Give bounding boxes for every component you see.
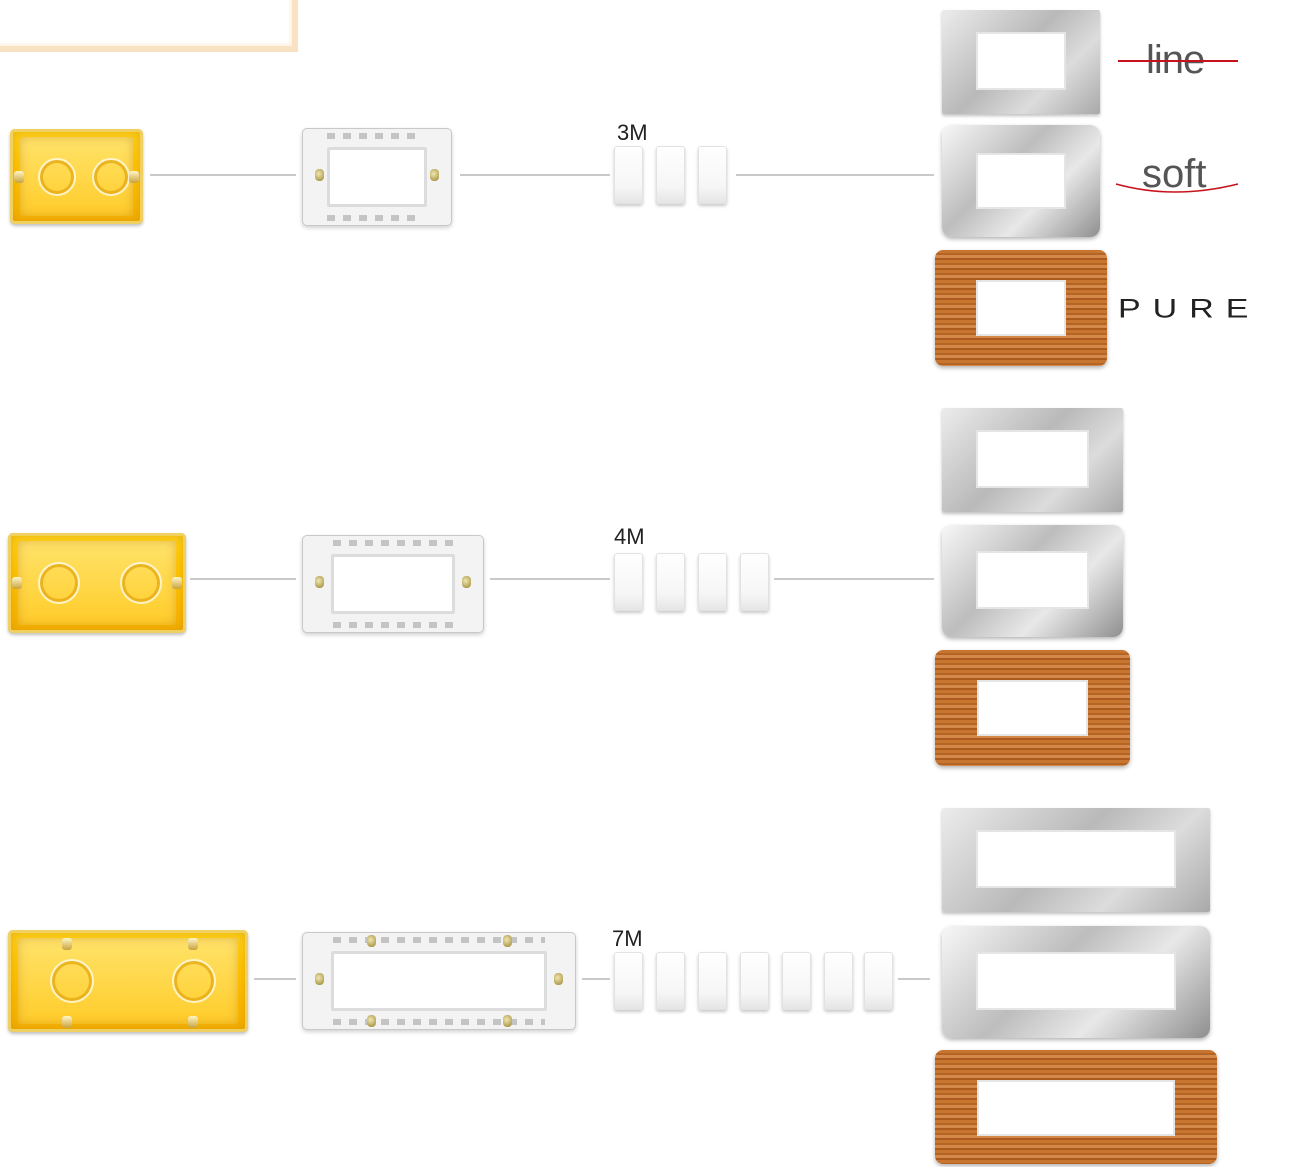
- support-frame-3m: [302, 128, 452, 226]
- plate-window: [976, 430, 1089, 488]
- cover-plate-soft-3m: [942, 125, 1100, 237]
- module: [698, 146, 727, 204]
- plate-window: [976, 153, 1066, 209]
- logo-soft-swoosh: [1115, 183, 1239, 193]
- knockout-icon: [92, 157, 130, 196]
- cover-plate-soft-4m: [942, 525, 1123, 637]
- plate-window: [976, 952, 1176, 1010]
- module: [698, 553, 727, 611]
- cover-plate-line-7m: [942, 808, 1210, 912]
- connector-line: [190, 578, 296, 580]
- screw-icon: [315, 973, 324, 985]
- connector-line: [898, 978, 930, 980]
- flush-box-4m: [8, 533, 186, 633]
- knockout-icon: [120, 562, 162, 604]
- cover-plate-pure-3m: [935, 250, 1107, 366]
- connector-line: [582, 978, 610, 980]
- decorative-corner: [0, 0, 298, 52]
- connector-line: [736, 174, 934, 176]
- module: [614, 553, 643, 611]
- module: [740, 553, 769, 611]
- screw-icon: [367, 1015, 376, 1027]
- screw-lug-icon: [12, 577, 22, 589]
- module: [656, 146, 685, 204]
- cover-plate-soft-7m: [942, 926, 1210, 1038]
- screw-icon: [367, 935, 376, 947]
- frame-teeth: [333, 1019, 545, 1025]
- cover-plate-pure-7m: [935, 1050, 1217, 1164]
- screw-lug-icon: [62, 938, 72, 950]
- screw-lug-icon: [62, 1016, 72, 1028]
- connector-line: [490, 578, 610, 580]
- module-count-label: 7M: [612, 926, 643, 951]
- connector-line: [774, 578, 934, 580]
- plate-window: [976, 551, 1089, 609]
- frame-opening: [331, 951, 547, 1011]
- cover-plate-pure-4m: [935, 650, 1130, 766]
- module: [656, 952, 685, 1010]
- plate-window: [976, 280, 1066, 336]
- screw-icon: [315, 169, 324, 181]
- module: [864, 952, 893, 1010]
- module: [782, 952, 811, 1010]
- knockout-icon: [50, 959, 94, 1003]
- screw-lug-icon: [172, 577, 182, 589]
- module-count-label: 4M: [614, 524, 645, 549]
- screw-icon: [503, 935, 512, 947]
- support-frame-7m: [302, 932, 576, 1030]
- screw-lug-icon: [188, 1016, 198, 1028]
- module: [824, 952, 853, 1010]
- series-logo-soft: soft: [1142, 152, 1207, 196]
- screw-icon: [315, 576, 324, 588]
- frame-teeth: [327, 133, 423, 139]
- flush-box-7m: [8, 930, 248, 1032]
- module: [656, 553, 685, 611]
- plate-window: [977, 680, 1088, 736]
- knockout-icon: [38, 562, 80, 604]
- plate-window: [977, 1080, 1175, 1136]
- module: [698, 952, 727, 1010]
- plate-window: [976, 32, 1066, 90]
- screw-icon: [430, 169, 439, 181]
- screw-icon: [503, 1015, 512, 1027]
- knockout-icon: [38, 157, 76, 196]
- module-count-label: 3M: [617, 120, 648, 145]
- screw-icon: [554, 973, 563, 985]
- frame-teeth: [333, 937, 545, 943]
- connector-line: [460, 174, 610, 176]
- knockout-icon: [172, 959, 216, 1003]
- support-frame-4m: [302, 535, 484, 633]
- screw-lug-icon: [129, 170, 139, 183]
- plate-window: [976, 830, 1176, 888]
- module: [740, 952, 769, 1010]
- frame-opening: [331, 554, 455, 614]
- cover-plate-line-4m: [942, 408, 1123, 512]
- frame-teeth: [333, 622, 453, 628]
- module: [614, 146, 643, 204]
- series-logo-pure: PURE: [1118, 294, 1261, 324]
- frame-teeth: [327, 215, 423, 221]
- screw-lug-icon: [188, 938, 198, 950]
- module: [614, 952, 643, 1010]
- logo-line-strike: [1118, 60, 1238, 62]
- screw-lug-icon: [14, 170, 24, 183]
- connector-line: [254, 978, 296, 980]
- cover-plate-line-3m: [942, 10, 1100, 114]
- flush-box-3m: [10, 129, 143, 224]
- frame-teeth: [333, 540, 453, 546]
- frame-opening: [327, 147, 427, 207]
- connector-line: [150, 174, 296, 176]
- screw-icon: [462, 576, 471, 588]
